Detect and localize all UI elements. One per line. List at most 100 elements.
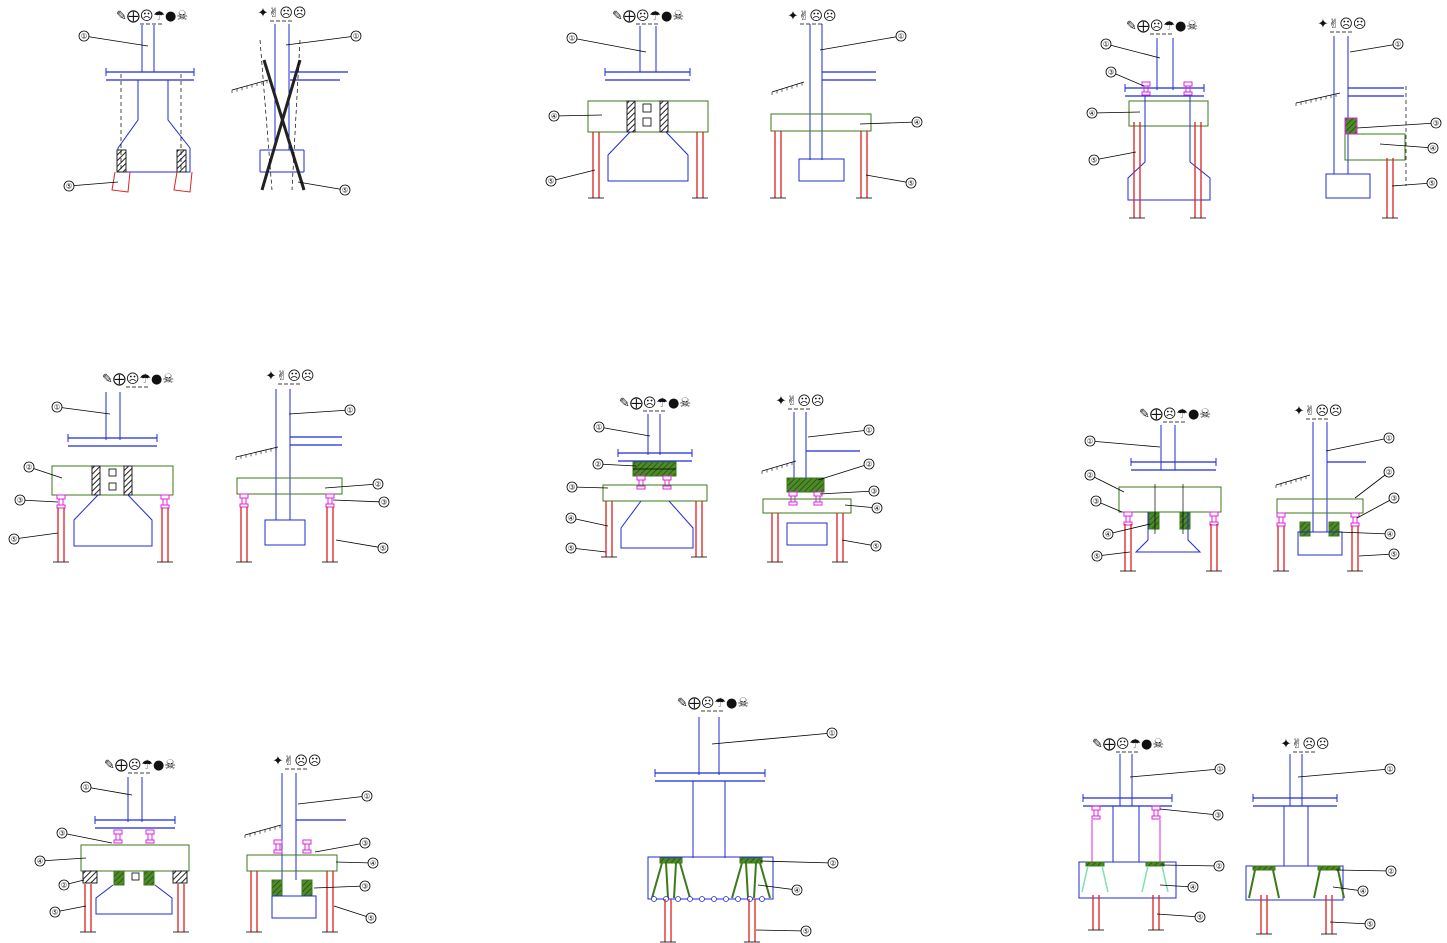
pier-body: [1127, 96, 1211, 201]
callout-number: ⑤: [1094, 553, 1100, 561]
ground-slope: [235, 446, 279, 458]
strut: [679, 862, 691, 899]
callout-number: ②: [26, 464, 32, 472]
footing: [1134, 512, 1202, 553]
callout-circle: [1364, 918, 1376, 930]
callout-number: ③: [1391, 495, 1397, 503]
callout-number: ①: [347, 407, 353, 415]
pile-cap: [647, 856, 774, 900]
side-pile-cap: [1245, 865, 1344, 901]
side-pile-cap: [236, 477, 343, 495]
callout-number: ③: [17, 497, 23, 505]
callout-circle: [1084, 469, 1096, 481]
bearing: [113, 829, 123, 835]
footing: [95, 884, 173, 915]
front-view-title: ✎⨁☹☂●☠: [677, 696, 749, 711]
callout-circle: [1086, 107, 1098, 119]
anchor-box: [131, 872, 140, 881]
callout-number: ①: [898, 33, 904, 41]
bearing: [1141, 81, 1151, 87]
bearing-base: [1209, 521, 1219, 526]
strut: [665, 862, 669, 899]
callout-circle: [871, 502, 883, 514]
ground-slope: [1295, 92, 1341, 104]
callout-number: ④: [370, 860, 376, 868]
hatched-support: [91, 465, 101, 496]
callout-number: ④: [1387, 531, 1393, 539]
callout-leader: [85, 786, 133, 796]
callout-circle: [1213, 860, 1225, 872]
anchor-box: [108, 482, 117, 491]
bearing-base: [1151, 815, 1161, 820]
hatched-support: [626, 100, 636, 133]
callout-number: ⑤: [873, 543, 879, 551]
callout-number: ①: [1386, 435, 1392, 443]
callout-circle: [566, 32, 578, 44]
ground-slope: [761, 460, 797, 472]
ground-slope: [244, 824, 282, 836]
end-block: [172, 870, 188, 884]
callout-number: ②: [830, 860, 836, 868]
callout-leader: [297, 181, 346, 191]
end-block: [82, 870, 98, 884]
callout-leader: [865, 174, 912, 184]
callout-leader: [56, 406, 111, 415]
pile-cap: [1118, 486, 1222, 513]
callout-circle: [1357, 885, 1369, 897]
callout-circle: [14, 494, 26, 506]
callout-leader: [1091, 111, 1141, 114]
strut: [1313, 869, 1321, 899]
callout-circle: [1187, 881, 1199, 893]
callout-leader: [13, 532, 59, 540]
callout-leader: [597, 463, 637, 467]
strut: [1141, 865, 1149, 893]
pier-block: [271, 879, 283, 897]
strut: [1272, 869, 1280, 899]
pile-cap: [1078, 861, 1177, 899]
pile-head: [759, 896, 765, 902]
callout-number: ①: [83, 784, 89, 792]
callout-number: ③: [381, 499, 387, 507]
cap-plate: [1317, 865, 1341, 871]
callout-circle: [1091, 550, 1103, 562]
cap-plate: [1145, 861, 1165, 867]
callout-number: ①: [1217, 766, 1223, 774]
callout-circle: [1384, 763, 1396, 775]
callout-leader: [571, 486, 609, 489]
ground-slope: [1275, 474, 1311, 486]
callout-circle: [1388, 492, 1400, 504]
callout-circle: [800, 925, 812, 937]
pile-head: [651, 896, 657, 902]
cap-plate: [739, 857, 763, 864]
pile-cap: [80, 844, 190, 872]
callout-leader: [759, 860, 834, 864]
callout-circle: [359, 837, 371, 849]
callout-circle: [344, 404, 356, 416]
callout-number: ④: [37, 858, 43, 866]
strut: [745, 862, 749, 899]
bearing-base: [813, 501, 823, 506]
callout-number: ②: [1216, 863, 1222, 871]
callout-circle: [593, 421, 605, 433]
pier-block: [1328, 521, 1340, 537]
callout-circle: [863, 424, 875, 436]
callout-number: ⑤: [66, 183, 72, 191]
front-view-title: ✎⨁☹☂●☠: [1126, 19, 1198, 34]
callout-number: ⑤: [1197, 914, 1203, 922]
callout-number: ④: [1089, 110, 1095, 118]
callout-circle: [1430, 117, 1442, 129]
callout-circle: [56, 827, 68, 839]
side-view-title: ✦✌☹☹: [258, 6, 307, 21]
callout-number: ④: [874, 505, 880, 513]
callout-leader: [1107, 523, 1151, 535]
callout-leader: [1391, 182, 1433, 187]
cap-plate: [1085, 861, 1105, 867]
callout-number: ④: [794, 887, 800, 895]
bearing-base: [1091, 815, 1101, 820]
pier-block: [113, 870, 125, 886]
pile-head: [687, 896, 693, 902]
cap-plate: [659, 857, 683, 864]
pier-block: [1148, 512, 1160, 530]
footing: [73, 494, 153, 547]
